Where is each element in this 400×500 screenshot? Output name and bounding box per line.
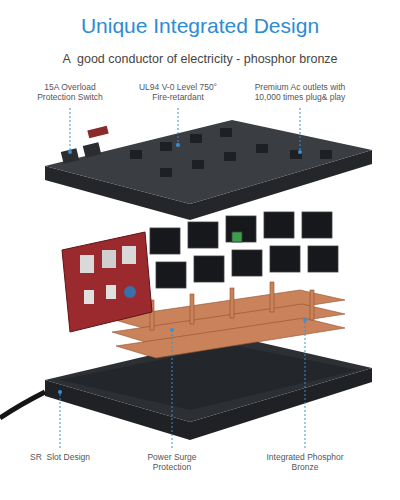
callout-label: UL94 V-0 Level 750° Fire-retardant xyxy=(133,82,223,102)
top-cover xyxy=(45,120,372,220)
callout-label: SR Slot Design xyxy=(20,452,100,462)
outlet-modules xyxy=(150,212,338,288)
callout-label: Premium Ac outlets with 10,000 times plu… xyxy=(250,82,350,102)
callout-label: 15A Overload Protection Switch xyxy=(30,82,110,102)
subtitle: A good conductor of electricity - phosph… xyxy=(20,52,380,67)
leader-lines xyxy=(58,108,307,448)
callout-label: Integrated Phosphor Bronze xyxy=(265,452,345,472)
surge-pcb xyxy=(62,232,152,332)
callout-label: Power Surge Protection xyxy=(132,452,212,472)
page-title: Unique Integrated Design xyxy=(0,14,400,38)
